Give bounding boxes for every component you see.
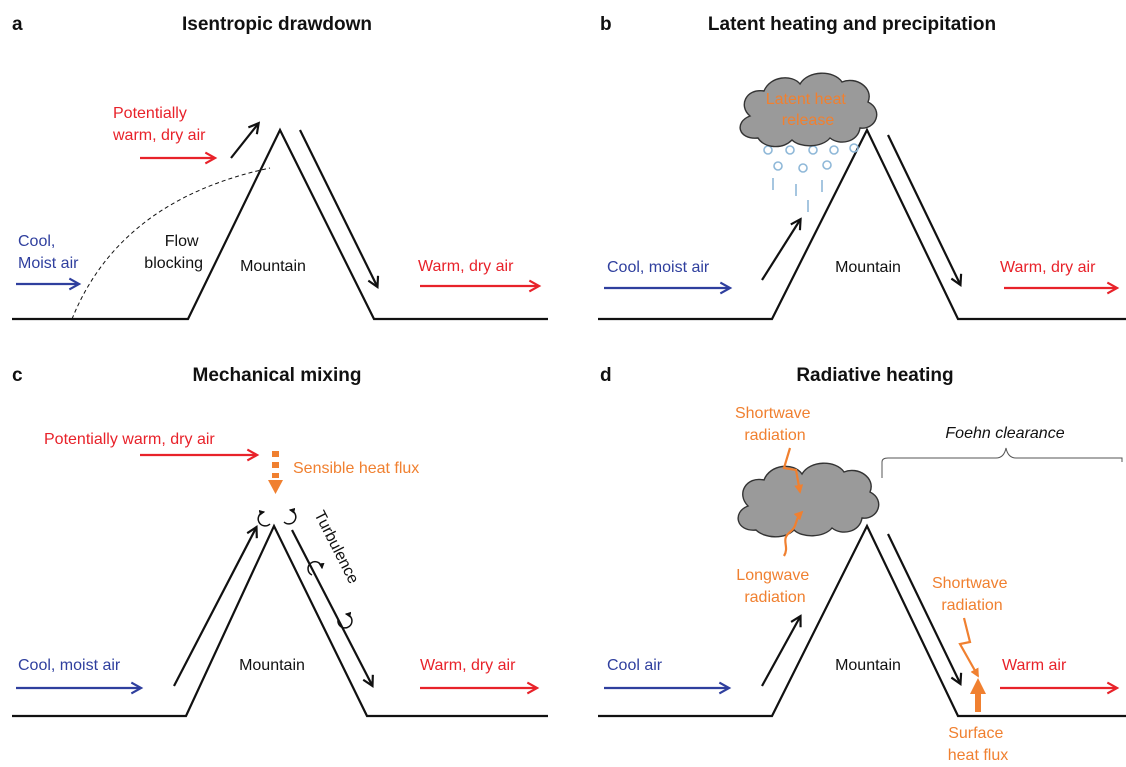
panel-b-title: Latent heating and precipitation	[708, 14, 996, 35]
panel-d-title: Radiative heating	[796, 365, 953, 386]
sensible-heat-flux-arrow	[268, 451, 283, 494]
panel-d-downstream-label: Warm air	[1002, 657, 1067, 674]
cloud-d	[737, 462, 880, 538]
surface-heat-flux-arrow	[970, 678, 986, 712]
precipitation	[763, 143, 859, 212]
panel-c-descent-arrow	[291, 529, 372, 685]
shortwave-lee-label: Shortwave radiation	[932, 575, 1012, 614]
longwave-arrow	[783, 510, 804, 557]
shortwave-top-arrow	[782, 447, 804, 494]
panel-c-letter: c	[12, 365, 23, 386]
panel-b-downstream-label: Warm, dry air	[1000, 259, 1096, 276]
panel-c-uplift-arrow	[173, 528, 256, 687]
panel-c-mountain-label: Mountain	[239, 657, 305, 674]
panel-d: d Radiative heating Shortwave radiation …	[598, 365, 1126, 764]
panel-d-uplift-arrow	[761, 617, 800, 687]
shortwave-lee-arrow	[958, 617, 979, 678]
panel-c-ground-profile	[12, 523, 548, 718]
longwave-label: Longwave radiation	[736, 567, 813, 606]
lee-eddies	[307, 560, 353, 629]
panel-b-mountain-label: Mountain	[835, 259, 901, 276]
panel-a-ground-profile	[12, 127, 548, 321]
panel-c: c Mechanical mixing Potentially warm, dr…	[12, 365, 548, 718]
panel-a-title: Isentropic drawdown	[182, 14, 372, 35]
panel-d-ground-profile	[598, 523, 1126, 718]
panel-a-blocking-label: Flow blocking	[144, 233, 203, 272]
panel-c-title: Mechanical mixing	[193, 365, 362, 386]
panel-d-upstream-label: Cool air	[607, 657, 663, 674]
crest-eddies	[257, 507, 297, 527]
turbulence-label: Turbulence	[310, 508, 361, 587]
panel-d-mountain-label: Mountain	[835, 657, 901, 674]
panel-c-aloft-label: Potentially warm, dry air	[44, 431, 215, 448]
foehn-clearance-bracket	[881, 447, 1123, 478]
panel-b: b Latent heating and precipitation Laten…	[598, 14, 1126, 321]
cloud-label: Latent heat release	[766, 91, 851, 129]
panel-a: a Isentropic drawdown Cool, Moist air Fl…	[12, 14, 548, 321]
panel-b-ground-profile	[598, 127, 1126, 321]
panel-a-upstream-label: Cool, Moist air	[18, 233, 79, 272]
panel-b-letter: b	[600, 14, 612, 35]
panel-d-descent-arrow	[887, 533, 960, 683]
panel-a-letter: a	[12, 14, 23, 35]
panel-b-descent-arrow	[887, 134, 960, 284]
panel-c-upstream-label: Cool, moist air	[18, 657, 121, 674]
panel-a-uplift-arrow	[230, 124, 258, 159]
surface-heat-flux-label: Surface heat flux	[948, 725, 1008, 764]
panel-b-upstream-label: Cool, moist air	[607, 259, 710, 276]
shortwave-top-label: Shortwave radiation	[735, 405, 815, 444]
panel-b-uplift-arrow	[761, 220, 800, 281]
panel-a-aloft-label: Potentially warm, dry air	[112, 105, 206, 144]
panel-a-mountain-label: Mountain	[240, 258, 306, 275]
cloud	[739, 72, 878, 148]
panel-a-downstream-label: Warm, dry air	[418, 258, 514, 275]
panel-c-downstream-label: Warm, dry air	[420, 657, 516, 674]
panel-a-descent-arrow	[299, 129, 377, 286]
panel-d-letter: d	[600, 365, 612, 386]
foehn-clearance-label: Foehn clearance	[945, 425, 1064, 442]
sensible-heat-flux-label: Sensible heat flux	[293, 460, 419, 477]
